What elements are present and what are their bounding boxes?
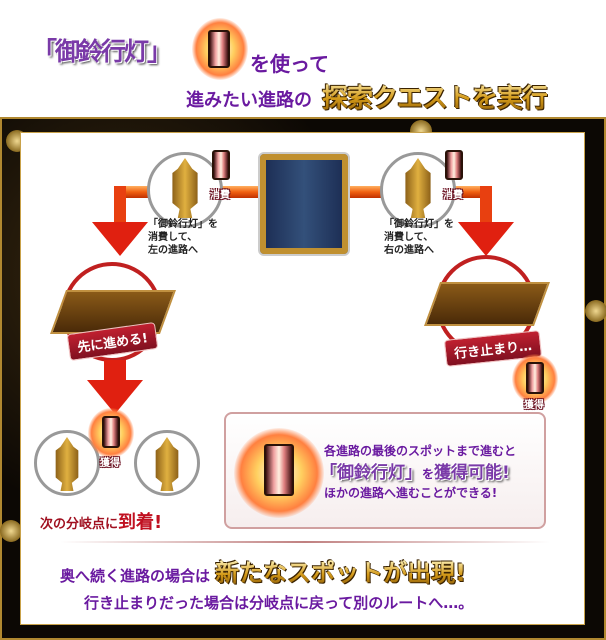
caption-line: 「御鈴行灯」を — [384, 219, 454, 230]
golden-lantern-icon — [55, 437, 79, 491]
lantern-icon — [445, 150, 463, 180]
arrival-text: 次の分岐点に到着! — [40, 508, 162, 534]
obtain-badge-left: 獲得 — [100, 458, 120, 469]
arrival-prefix: 次の分岐点に — [40, 517, 119, 532]
title-line2-highlight: 探索クエストを実行 — [322, 78, 548, 115]
info-line2-highlight: 獲得可能! — [434, 463, 510, 483]
lantern-icon — [264, 444, 294, 496]
lantern-icon — [212, 150, 230, 180]
divider — [60, 541, 550, 543]
caption-line: 右の進路へ — [384, 245, 434, 256]
arrow-down-red-shaft — [104, 360, 126, 382]
caption-line: 消費して、 — [384, 232, 434, 243]
footer-line1: 奥へ続く進路の場合は 新たなスポットが出現! — [60, 553, 466, 588]
caption-line: 左の進路へ — [148, 245, 198, 256]
lantern-icon — [102, 416, 120, 448]
info-line2: 「御鈴行灯」を獲得可能! — [320, 458, 510, 483]
path-line-right-down — [480, 186, 492, 226]
caption-right: 「御鈴行灯」を 消費して、 右の進路へ — [384, 218, 454, 257]
golden-lantern-icon — [155, 437, 179, 491]
info-item-name: 「御鈴行灯」 — [320, 463, 422, 483]
title-item-name: 「御鈴行灯」 — [32, 37, 172, 66]
branch-gate-image — [258, 152, 350, 256]
info-line3: ほかの進路へ進むことができる! — [324, 486, 498, 500]
title-line1-suffix: を使って — [250, 52, 329, 76]
arrow-down-left-icon — [92, 222, 148, 256]
title-line2-prefix: 進みたい進路の — [186, 90, 312, 111]
footer-line2: 行き止まりだった場合は分岐点に戻って別のルートへ…。 — [84, 594, 474, 612]
caption-line: 「御鈴行灯」を — [148, 219, 218, 230]
lantern-icon — [526, 362, 544, 394]
arrow-down-right-icon — [458, 222, 514, 256]
flower-ornament-icon — [585, 300, 606, 322]
footer-line1-prefix: 奥へ続く進路の場合は — [60, 567, 211, 585]
footer-line1-highlight: 新たなスポットが出現! — [215, 559, 467, 587]
info-line2-mid: を — [422, 467, 435, 481]
info-box: 各進路の最後のスポットまで進むと 「御鈴行灯」を獲得可能! ほかの進路へ進むこと… — [224, 412, 546, 529]
consume-badge-right: 消費 — [443, 190, 463, 201]
arrival-highlight: 到着! — [118, 512, 163, 533]
flower-ornament-icon — [0, 520, 22, 542]
lantern-icon — [208, 30, 230, 68]
path-line-left-down — [114, 186, 126, 226]
spot-platform-right — [423, 282, 551, 326]
consume-badge-left: 消費 — [210, 190, 230, 201]
caption-left: 「御鈴行灯」を 消費して、 左の進路へ — [148, 218, 218, 257]
info-line1: 各進路の最後のスポットまで進むと — [324, 444, 517, 458]
obtain-badge-right: 獲得 — [524, 400, 544, 411]
caption-line: 消費して、 — [148, 232, 198, 243]
